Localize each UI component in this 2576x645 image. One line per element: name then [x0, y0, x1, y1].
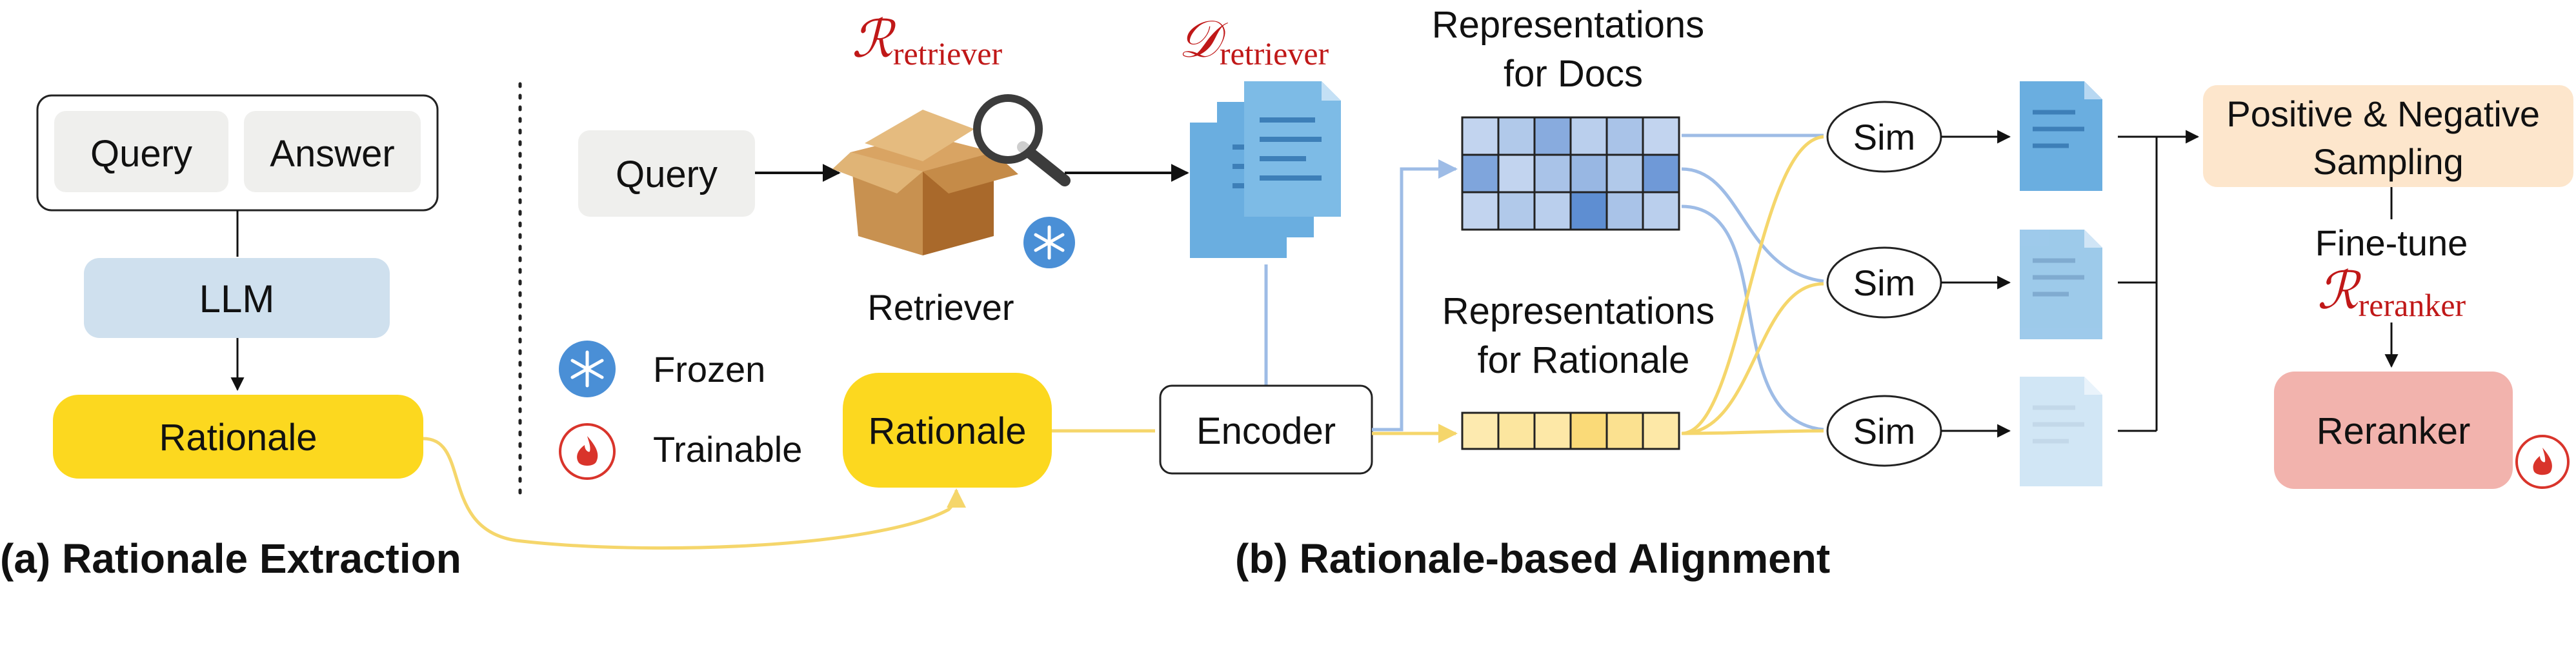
doc-grid-cell — [1569, 154, 1608, 194]
doc-grid-cell — [1461, 154, 1500, 194]
rationale-grid-cell — [1461, 412, 1500, 450]
rationale-grid-cell — [1605, 412, 1644, 450]
doc-grid-cell — [1605, 191, 1644, 231]
answer-label: Answer — [270, 133, 394, 175]
query-label-b: Query — [616, 154, 718, 195]
sim-label-3: Sim — [1853, 411, 1915, 452]
doc-grid-cell — [1569, 191, 1608, 231]
query-box-b — [578, 130, 755, 217]
retriever-formula: ℛretriever — [852, 12, 1002, 72]
blue-flow-lines — [1681, 134, 1824, 432]
llm-box — [84, 258, 390, 338]
rep-rationale-label: Representations for Rationale — [1442, 290, 1726, 381]
retrieved-docs-icon — [1190, 81, 1341, 258]
sim-label-1: Sim — [1853, 117, 1915, 157]
scored-doc-icon-1 — [2020, 81, 2102, 191]
query-label-a: Query — [90, 133, 192, 175]
doc-grid-cell — [1497, 154, 1536, 194]
rationale-label-a: Rationale — [159, 417, 317, 459]
rationale-label-b: Rationale — [868, 410, 1026, 452]
doc-grid-cell — [1605, 116, 1644, 156]
legend-frozen-icon — [559, 341, 616, 397]
doc-grid-cell — [1642, 191, 1680, 231]
finetune-label: Fine-tune — [2315, 223, 2468, 263]
doc-grid-cell — [1533, 191, 1572, 231]
caption-a: (a) Rationale Extraction — [0, 535, 461, 582]
doc-grid-cell — [1569, 116, 1608, 156]
legend-trainable-icon — [559, 423, 616, 480]
doc-grid-cell — [1642, 154, 1680, 194]
doc-representation-grid — [1461, 116, 1680, 231]
llm-label: LLM — [199, 277, 275, 321]
rationale-box-a — [53, 395, 423, 479]
docs-formula: 𝒟retriever — [1178, 12, 1329, 72]
doc-grid-cell — [1497, 116, 1536, 156]
doc-grid-cell — [1533, 116, 1572, 156]
caption-b: (b) Rationale-based Alignment — [1235, 535, 1830, 582]
doc-grid-cell — [1605, 154, 1644, 194]
rationale-representation-grid — [1461, 412, 1680, 450]
doc-grid-cell — [1497, 191, 1536, 231]
rationale-grid-cell — [1533, 412, 1572, 450]
retriever-label: Retriever — [867, 287, 1014, 328]
rationale-grid-cell — [1497, 412, 1536, 450]
yellow-flow-lines — [1681, 135, 1824, 435]
rationale-grid-cell — [1642, 412, 1680, 450]
magnifier-icon — [973, 94, 1071, 186]
scored-doc-icon-2 — [2020, 230, 2102, 339]
answer-box — [244, 111, 421, 192]
rationale-grid-cell — [1569, 412, 1608, 450]
scored-doc-icon-3 — [2020, 377, 2102, 486]
arrow-rationale-transfer — [423, 437, 966, 550]
arrow-encoder-to-doc-reps — [1372, 159, 1458, 432]
merge-bracket — [2118, 135, 2158, 432]
query-box-a — [54, 111, 228, 192]
encoder-label: Encoder — [1196, 410, 1336, 452]
legend-trainable-label: Trainable — [653, 429, 802, 470]
reranker-box — [2274, 372, 2513, 489]
sampling-box — [2203, 85, 2573, 187]
reranker-label: Reranker — [2317, 410, 2471, 452]
legend-frozen-label: Frozen — [653, 349, 765, 390]
retriever-box-icon — [832, 110, 1018, 255]
rep-docs-label: Representations for Docs — [1432, 4, 1715, 95]
sim-label-2: Sim — [1853, 263, 1915, 303]
reranker-trainable-icon — [2515, 435, 2570, 489]
sampling-label: Positive & Negative Sampling — [2226, 94, 2550, 182]
doc-grid-cell — [1642, 116, 1680, 156]
doc-grid-cell — [1461, 116, 1500, 156]
reranker-formula: ℛreranker — [2317, 263, 2466, 323]
doc-grid-cell — [1533, 154, 1572, 194]
rationale-box-b — [843, 373, 1052, 488]
frozen-snowflake-icon — [1023, 217, 1075, 268]
doc-grid-cell — [1461, 191, 1500, 231]
